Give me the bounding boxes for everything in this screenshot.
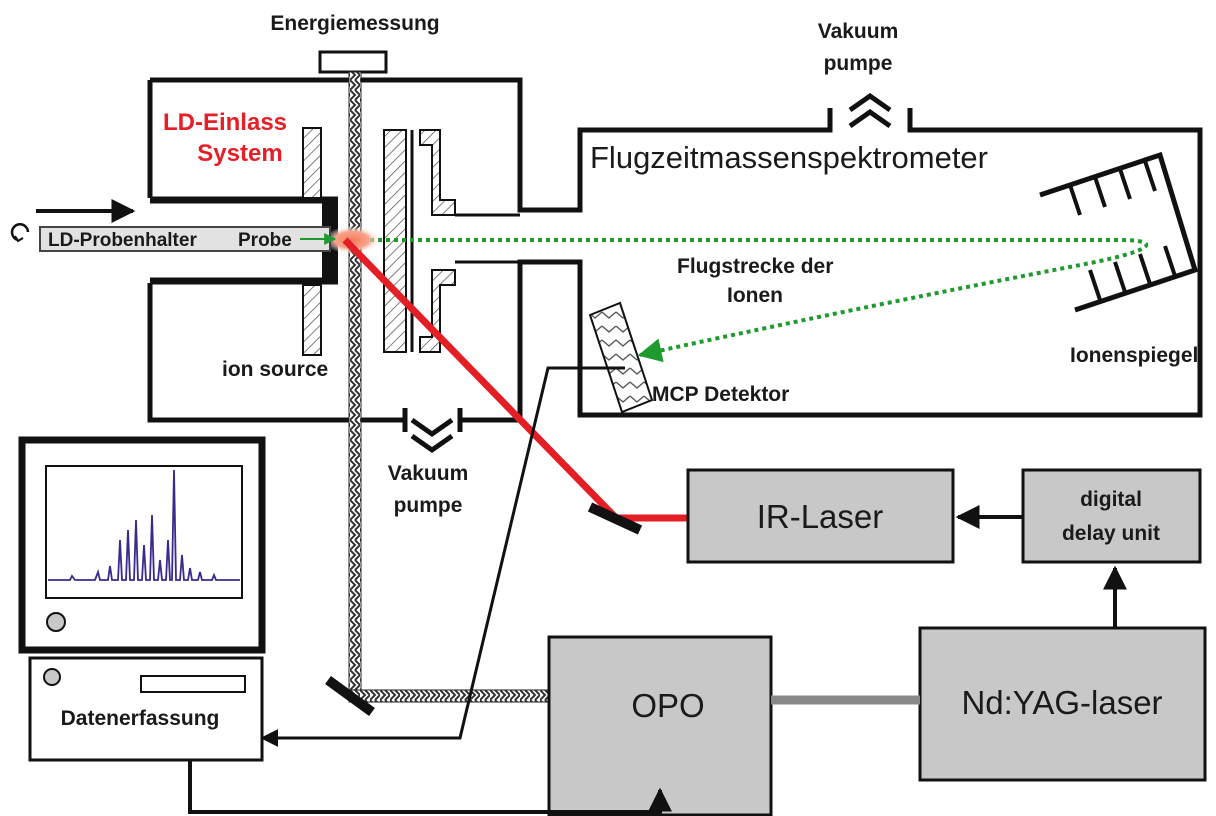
ion-mirror — [1039, 151, 1199, 313]
power-button-icon[interactable] — [46, 612, 66, 632]
mass-spectrum-trace — [48, 469, 240, 581]
vacuum-pump-top-label-1: Vakuum — [818, 20, 899, 43]
vacuum-pump-bottom — [402, 408, 463, 454]
ion-mirror-label: Ionenspiegel — [1070, 344, 1198, 367]
ndyag-label: Nd:YAG-laser — [961, 684, 1162, 721]
laser-spot — [324, 226, 380, 254]
delay-unit-label-1: digital — [1080, 488, 1142, 511]
mcp-detector — [588, 301, 654, 414]
ion-source-label: ion source — [222, 358, 328, 381]
data-acquisition-box — [28, 656, 264, 762]
ld-inlet-label-2: System — [197, 140, 282, 167]
chevron-up-icon — [848, 108, 892, 129]
chevron-up-icon — [848, 92, 892, 113]
sample-label: Probe — [238, 230, 292, 251]
flight-path-label-1: Flugstrecke der — [677, 255, 833, 278]
ir-laser-box[interactable] — [686, 468, 955, 564]
vacuum-pump-bottom-label-1: Vakuum — [388, 462, 469, 485]
mcp-signal-cable — [260, 366, 625, 747]
ion-flight-path — [338, 238, 1149, 363]
drive-slot — [140, 675, 246, 693]
vacuum-pump-bottom-label-2: pumpe — [394, 494, 463, 517]
rotation-icon — [10, 223, 30, 243]
mcp-detector-label: MCP Detektor — [652, 383, 789, 406]
chevron-down-icon — [410, 433, 454, 454]
repeller-plate-top — [302, 127, 322, 199]
vacuum-pump-top-label-2: pumpe — [824, 52, 893, 75]
ir-beam — [342, 237, 690, 535]
energy-meter — [318, 50, 388, 74]
daq-to-opo-arrow — [188, 760, 672, 814]
opo-label: OPO — [631, 687, 704, 724]
opo-mirror — [325, 675, 375, 717]
opo-box[interactable] — [547, 635, 773, 816]
tof-spectrometer-label: Flugzeitmassenspektrometer — [590, 140, 988, 175]
sample-holder-label: LD-Probenhalter — [48, 230, 197, 251]
ir-mirror — [587, 502, 643, 535]
ld-inlet-label-1: LD-Einlass — [163, 109, 287, 136]
ir-laser-label: IR-Laser — [757, 498, 884, 535]
vacuum-pump-top — [827, 92, 913, 132]
power-button-icon[interactable] — [43, 668, 61, 686]
flight-path-label-2: Ionen — [727, 284, 783, 307]
repeller-plate-bottom — [302, 284, 322, 356]
delay-unit-label-2: delay unit — [1062, 522, 1160, 545]
monitor — [18, 436, 266, 654]
data-acquisition-label: Datenerfassung — [61, 707, 220, 730]
chevron-down-icon — [410, 417, 454, 438]
delay-unit-box[interactable] — [1021, 468, 1202, 564]
ndyag-box[interactable] — [918, 626, 1207, 782]
energy-measurement-label: Energiemessung — [270, 12, 439, 35]
sample-holder[interactable] — [39, 226, 337, 252]
